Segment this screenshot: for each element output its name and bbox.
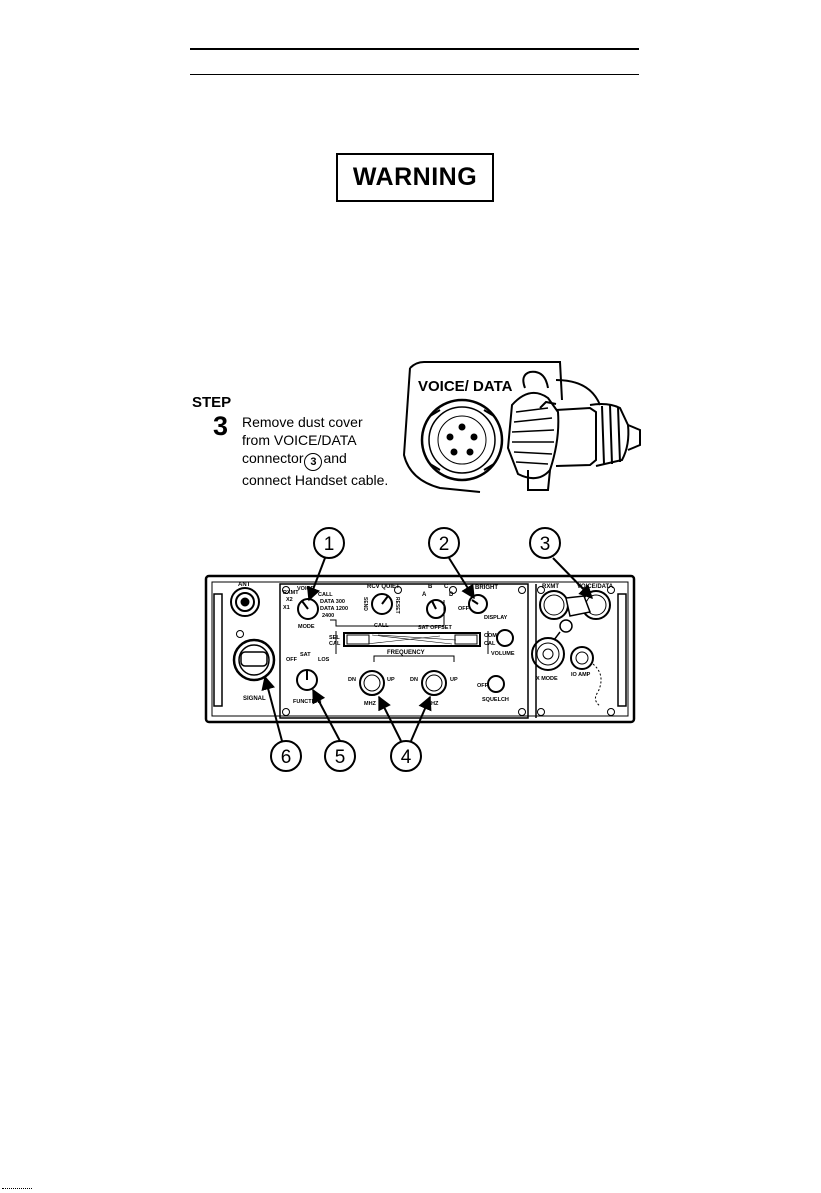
warning-box: WARNING bbox=[336, 153, 494, 202]
step-instructions: Remove dust cover from VOICE/DATA connec… bbox=[242, 413, 388, 489]
khz-up-label: UP bbox=[450, 677, 458, 683]
callout-ref-3: 3 bbox=[304, 453, 323, 471]
mode-call-label: CALL bbox=[318, 592, 333, 598]
squelch-off-label: OFF bbox=[477, 683, 489, 689]
send-label: SEND bbox=[362, 597, 368, 611]
mhz-label: MHZ bbox=[364, 701, 377, 707]
mode-data1200-label: DATA 1200 bbox=[320, 606, 348, 612]
rxmt-connector-label: RXMT bbox=[542, 584, 559, 590]
step-line-1: Remove dust cover bbox=[242, 414, 363, 430]
function-off-label: OFF bbox=[286, 657, 298, 663]
mode-data300-label: DATA 300 bbox=[320, 599, 345, 605]
khz-label: KHZ bbox=[427, 701, 439, 707]
ant-connector bbox=[230, 587, 260, 617]
connector-pins bbox=[446, 423, 478, 456]
display-off-label: OFF bbox=[458, 606, 470, 612]
callout-5: 5 bbox=[335, 747, 346, 768]
mode-x2-label: X2 bbox=[286, 597, 293, 603]
sel-cal-label-2: CAL bbox=[329, 641, 341, 647]
header-rule-bottom bbox=[190, 74, 639, 75]
sat-offset-switch bbox=[426, 599, 446, 619]
x-mode-label: X MODE bbox=[536, 676, 558, 682]
signal-connector bbox=[232, 630, 276, 682]
mhz-up-label: UP bbox=[387, 677, 395, 683]
reset-label: RESET bbox=[394, 597, 400, 614]
panel-screws bbox=[282, 586, 615, 716]
sat-offset-label: SAT OFFSET bbox=[418, 625, 452, 631]
sat-b-label: B bbox=[428, 584, 433, 590]
inset-voice-data-label: VOICE/ DATA bbox=[418, 378, 513, 395]
display-switch bbox=[468, 594, 488, 614]
rcv-quiet-switch bbox=[330, 593, 445, 627]
handset-plug bbox=[506, 370, 641, 491]
function-sat-label: SAT bbox=[300, 652, 311, 658]
signal-label: SIGNAL bbox=[243, 696, 266, 702]
com-cal-label-2: CAL bbox=[484, 641, 496, 647]
step-line-4: connect Handset cable. bbox=[242, 472, 389, 488]
squelch-label: SQUELCH bbox=[482, 697, 509, 703]
display-label: DISPLAY bbox=[484, 615, 508, 621]
callout-6: 6 bbox=[281, 747, 292, 768]
step-label: STEP bbox=[192, 394, 232, 411]
page-edge-mark bbox=[2, 1188, 32, 1191]
volume-knob bbox=[496, 629, 514, 647]
khz-dn-label: DN bbox=[410, 677, 418, 683]
callout-2: 2 bbox=[439, 534, 450, 555]
volume-label: VOLUME bbox=[491, 651, 515, 657]
callout-4: 4 bbox=[401, 747, 412, 768]
bright-label: BRIGHT bbox=[475, 585, 498, 591]
header-rule-top bbox=[190, 48, 639, 50]
frequency-display bbox=[335, 631, 489, 654]
voice-data-connector bbox=[565, 590, 611, 620]
step-line-3-before: connector bbox=[242, 450, 304, 466]
function-switch bbox=[296, 669, 318, 691]
io-amp-label: IO AMP bbox=[571, 672, 591, 678]
connector-inset bbox=[402, 361, 601, 493]
mode-switch bbox=[297, 598, 319, 620]
mhz-dn-label: DN bbox=[348, 677, 356, 683]
mode-voice-label: VOICE bbox=[297, 586, 314, 592]
function-label: FUNCTION bbox=[293, 699, 321, 705]
function-los-label: LOS bbox=[318, 657, 330, 663]
sel-cal-label-1: SEL bbox=[329, 635, 340, 641]
callout-1: 1 bbox=[324, 534, 335, 555]
com-cal-label-1: COM bbox=[484, 633, 497, 639]
mode-x1-label: X1 bbox=[283, 605, 290, 611]
call-switch-label: CALL bbox=[374, 623, 389, 629]
mode-2400-label: 2400 bbox=[322, 613, 334, 619]
rxmt-connector bbox=[539, 590, 569, 620]
rcv-quiet-label: RCV QUIET bbox=[367, 584, 400, 590]
squelch-knob bbox=[487, 675, 505, 693]
mode-rxmt-label: RXMT bbox=[283, 590, 299, 596]
io-amp-connector bbox=[570, 646, 602, 707]
khz-knob bbox=[421, 670, 447, 696]
frequency-label: FREQUENCY bbox=[387, 650, 425, 656]
voice-data-connector-label: VOICE/DATA bbox=[577, 584, 614, 590]
radio-front-panel bbox=[204, 574, 636, 724]
step-line-2: from VOICE/DATA bbox=[242, 432, 357, 448]
warning-label: WARNING bbox=[352, 163, 478, 191]
step-line-3-after: and bbox=[323, 450, 347, 466]
callout-3: 3 bbox=[540, 534, 551, 555]
mhz-knob bbox=[359, 670, 385, 696]
ant-label: ANT bbox=[238, 582, 251, 588]
frequency-bracket bbox=[373, 655, 455, 662]
leader-lines bbox=[261, 557, 593, 742]
step-number: 3 bbox=[213, 411, 229, 441]
sat-c-label: C bbox=[444, 584, 449, 590]
x-mode-connector bbox=[531, 619, 573, 671]
mode-label: MODE bbox=[298, 624, 315, 630]
sat-a-label: A bbox=[422, 592, 427, 598]
callout-circles bbox=[270, 527, 561, 772]
sat-d-label: D bbox=[449, 592, 454, 598]
